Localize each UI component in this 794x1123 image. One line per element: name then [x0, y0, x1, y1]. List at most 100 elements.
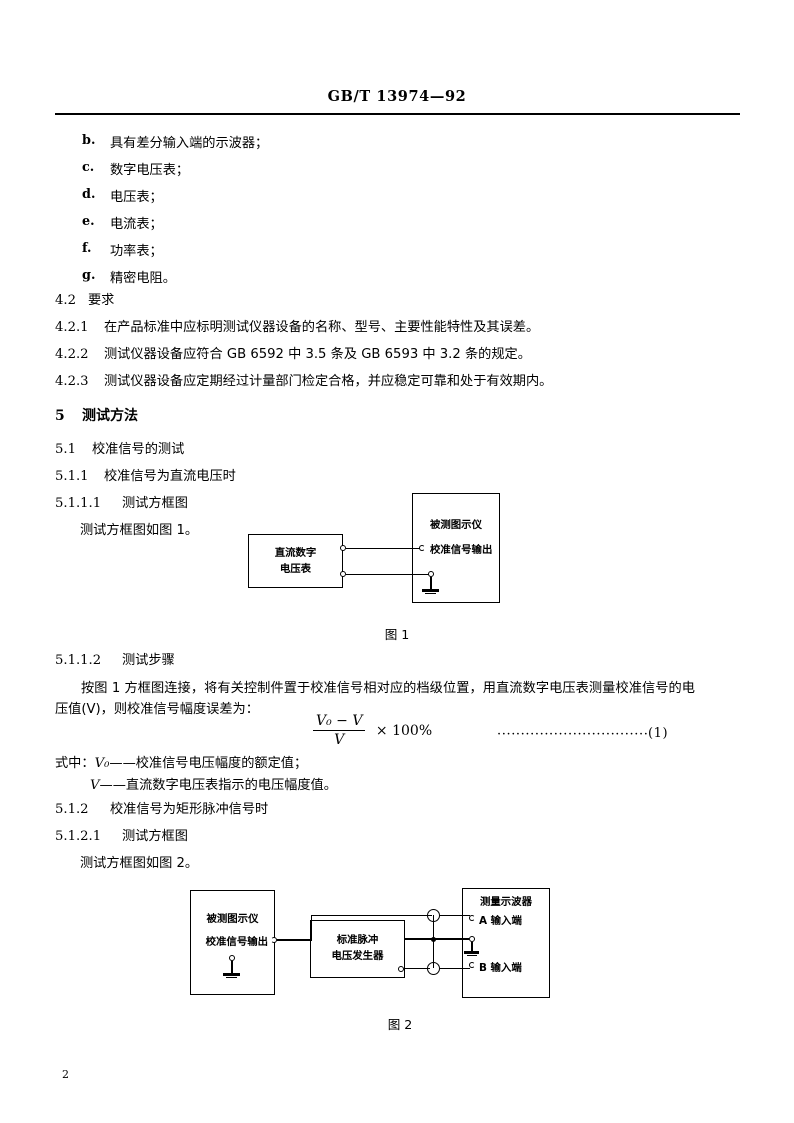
clause-5-1-1-1-number: 5.1.1.1: [55, 496, 102, 511]
figure2-dut-ground-stem: [231, 961, 233, 973]
page-number: 2: [62, 1068, 69, 1081]
list-item-c: 数字电压表；: [110, 163, 190, 178]
list-marker-d: d.: [82, 187, 96, 202]
figure2-label-input-a: A 输入端: [479, 915, 522, 927]
figure1-ground-terminal: [428, 571, 434, 577]
figure2-block-pulse-generator-label-line1: 标准脉冲: [336, 934, 379, 946]
figure2-wire-bus-to-scope-ground: [433, 938, 469, 940]
figure1-ground-stem: [430, 577, 432, 589]
list-item-g: 精密电阻。: [110, 271, 176, 286]
formula-1-fraction: V₀ − V V: [313, 713, 366, 748]
clause-5-1-2-title: 校准信号为矩形脉冲信号时: [110, 802, 269, 817]
figure1-wire-ground: [346, 573, 430, 575]
figure2-label-input-b: B 输入端: [479, 962, 522, 974]
page-header-standard-number: GB/T 13974—92: [327, 88, 467, 105]
figure2-wire-vertical-bus: [432, 915, 435, 968]
figure1-terminal-voltmeter-high: [340, 545, 346, 551]
figure1-ground-foot: [425, 592, 436, 595]
clause-5-1-1-1-title: 测试方框图: [122, 496, 188, 511]
clause-4-2-3-number: 4.2.3: [55, 374, 89, 389]
where-dash-1: ——: [109, 756, 136, 771]
formula-1-multiplier: × 100%: [375, 722, 433, 739]
where-symbol-v: V: [90, 778, 100, 793]
figure1-block-dc-voltmeter-label-line1: 直流数字: [274, 547, 317, 559]
figure2-block-pulse-generator: [310, 920, 405, 978]
where-line-1: 式中：V₀——校准信号电压幅度的额定值；: [55, 756, 308, 772]
where-symbol-v0: V₀: [94, 756, 110, 771]
list-marker-c: c.: [82, 160, 95, 175]
header-divider-rule: [55, 113, 740, 116]
figure2-wire-dut-out-v: [311, 915, 313, 940]
clause-5-1-2-number: 5.1.2: [55, 802, 89, 817]
clause-5-1-1-title: 校准信号为直流电压时: [104, 469, 236, 484]
figure2-block-device-under-test-label: 被测图示仪: [206, 913, 259, 925]
figure1-block-dc-voltmeter: [248, 534, 343, 588]
figure2-block-measuring-oscilloscope-label: 测量示波器: [480, 896, 532, 908]
figure1-label-cal-signal-output: 校准信号输出: [430, 544, 493, 556]
clause-5-1-title: 校准信号的测试: [92, 442, 185, 457]
list-item-b: 具有差分输入端的示波器；: [110, 136, 269, 151]
clause-5-1-number: 5.1: [55, 442, 76, 457]
figure1-ground-bar: [422, 589, 439, 593]
figure2-block-measuring-oscilloscope: [462, 888, 550, 998]
where-prefix: 式中：: [55, 756, 95, 771]
figure2-block-pulse-generator-label-line2: 电压发生器: [331, 950, 384, 962]
figure2-scope-ground-stem: [471, 942, 473, 951]
figure2-scope-ground-bar: [464, 951, 479, 955]
clause-5-1-1-number: 5.1.1: [55, 469, 89, 484]
figure1-caption: 图 1: [384, 627, 410, 642]
section-5-title: 测试方法: [82, 408, 138, 424]
clause-4-2-2-number: 4.2.2: [55, 347, 89, 362]
formula-1-numerator: V₀ − V: [313, 713, 366, 731]
clause-5-1-2-1-title: 测试方框图: [122, 829, 188, 844]
figure2-dut-ground-foot: [226, 976, 237, 979]
figure2-wire-dut-out-h2: [311, 915, 432, 917]
section-5-number: 5: [55, 408, 65, 424]
list-marker-e: e.: [82, 214, 95, 229]
clause-4-2-1-text: 在产品标准中应标明测试仪器设备的名称、型号、主要性能特性及其误差。: [104, 320, 540, 335]
figure1-terminal-voltmeter-low: [340, 571, 346, 577]
figure2-terminal-generator-output: [398, 965, 404, 972]
clause-5-1-1-2-title: 测试步骤: [122, 653, 175, 668]
list-item-d: 电压表；: [110, 190, 163, 205]
formula-1: V₀ − V V × 100%: [313, 713, 432, 748]
where-dash-2: ——: [99, 778, 126, 793]
figure2-dut-ground-bar: [223, 973, 240, 977]
figure2-dut-ground-terminal: [229, 955, 235, 961]
clause-5-1-2-1-number: 5.1.2.1: [55, 829, 102, 844]
figure2-caption: 图 2: [387, 1017, 413, 1032]
figure2-wire-generator-to-coupler-b: [404, 967, 430, 970]
figure2-terminal-input-a: [469, 915, 475, 921]
figure2-wire-coupler-a-to-scope: [440, 915, 470, 917]
clause-4-2-number: 4.2: [55, 293, 76, 308]
figure2-scope-ground-terminal: [469, 936, 475, 942]
figure1-reference-text: 测试方框图如图 1。: [80, 523, 199, 538]
figure2-wire-coupler-b-to-scope: [440, 967, 470, 970]
formula-1-leader: ································: [497, 727, 649, 742]
figure2-label-cal-signal-output: 校准信号输出: [205, 936, 268, 948]
list-marker-f: f.: [82, 241, 92, 256]
list-marker-b: b.: [82, 133, 96, 148]
list-marker-g: g.: [82, 268, 96, 283]
where-text-1: 校准信号电压幅度的额定值；: [135, 756, 308, 771]
figure1-block-device-under-test: [412, 493, 500, 603]
list-item-e: 电流表；: [110, 217, 163, 232]
clause-4-2-3-text: 测试仪器设备应定期经过计量部门检定合格，并应稳定可靠和处于有效期内。: [104, 374, 553, 389]
figure2-wire-generator-ground-return: [405, 938, 433, 940]
formula-1-denominator: V: [334, 732, 345, 748]
figure2-terminal-input-b: [469, 962, 475, 968]
where-line-2: V——直流数字电压表指示的电压幅度值。: [90, 778, 337, 794]
clause-4-2-1-number: 4.2.1: [55, 320, 89, 335]
figure2-wire-dut-out-h1: [277, 939, 312, 941]
figure2-scope-ground-foot: [467, 954, 477, 957]
figure2-reference-text: 测试方框图如图 2。: [80, 856, 199, 871]
figure1-block-dc-voltmeter-label-line2: 电压表: [279, 563, 312, 575]
clause-4-2-title: 要求: [88, 293, 115, 308]
figure1-block-device-under-test-label: 被测图示仪: [430, 519, 482, 531]
clause-4-2-2-text: 测试仪器设备应符合 GB 6592 中 3.5 条及 GB 6593 中 3.2…: [104, 347, 531, 362]
figure1-wire-signal: [346, 547, 420, 549]
clause-5-1-1-2-number: 5.1.1.2: [55, 653, 102, 668]
formula-1-number: (1): [648, 726, 669, 741]
where-text-2: 直流数字电压表指示的电压幅度值。: [125, 778, 337, 793]
